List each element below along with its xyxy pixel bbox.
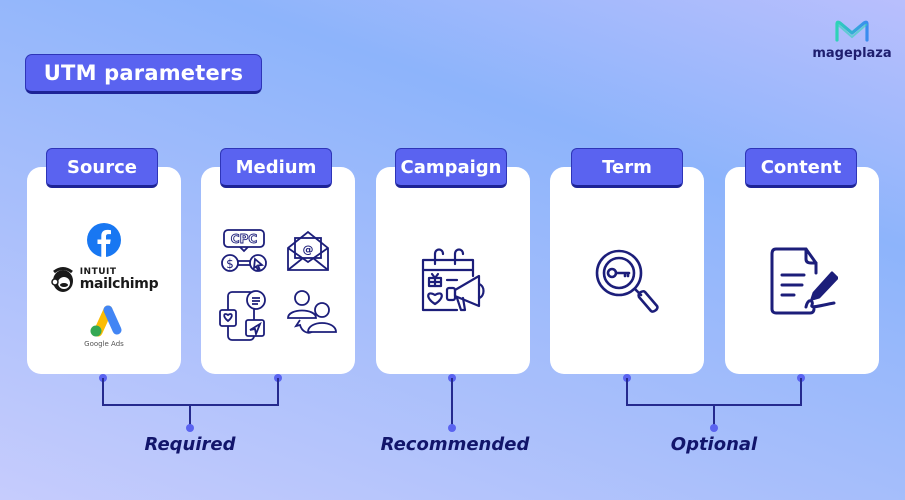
facebook-icon: [86, 222, 121, 257]
connector-dot-recommended: [448, 424, 456, 432]
svg-text:@: @: [303, 243, 314, 256]
connector-line: [713, 404, 715, 428]
intuit-text: INTUIT: [79, 267, 117, 277]
campaign-label: Campaign: [395, 148, 507, 188]
campaign-card: [376, 167, 530, 374]
social-media-icon: [219, 289, 266, 341]
medium-label: Medium: [220, 148, 332, 188]
mageplaza-wordmark: mageplaza: [812, 46, 892, 61]
google-ads-icon: [90, 305, 122, 336]
svg-text:$: $: [226, 257, 234, 271]
mailchimp-logo: INTUIT mailchimp: [50, 266, 159, 294]
medium-card: CPC $ @: [201, 167, 355, 374]
term-label: Term: [571, 148, 683, 188]
term-card: [550, 167, 704, 374]
svg-text:CPC: CPC: [231, 232, 258, 246]
cpc-icon: CPC $: [221, 228, 267, 272]
google-ads-logo: Google Ads: [84, 302, 124, 348]
mailchimp-text: mailchimp: [79, 276, 159, 292]
page-title: UTM parameters: [25, 54, 262, 94]
group-label-optional: Optional: [670, 434, 758, 455]
mailchimp-freddie-icon: [50, 266, 73, 292]
content-card: [725, 167, 879, 374]
referral-icon: [287, 289, 337, 334]
source-label: Source: [46, 148, 158, 188]
source-card: INTUIT mailchimp Google Ads: [27, 167, 181, 374]
connector-line: [800, 378, 802, 405]
group-label-recommended: Recommended: [380, 434, 530, 455]
mageplaza-m-icon: [835, 20, 869, 42]
content-label: Content: [745, 148, 857, 188]
group-label-required: Required: [144, 434, 236, 455]
email-icon: @: [287, 230, 329, 271]
connector-dot-optional: [710, 424, 718, 432]
document-edit-icon: [770, 247, 838, 314]
connector-dot-required: [186, 424, 194, 432]
connector-line: [277, 378, 279, 405]
connector-line: [626, 378, 628, 405]
connector-line: [189, 404, 191, 428]
mageplaza-logo: mageplaza: [812, 18, 892, 61]
connector-line: [102, 378, 104, 405]
google-ads-text: Google Ads: [84, 339, 124, 348]
keyword-search-icon: [595, 249, 659, 313]
calendar-megaphone-icon: [421, 247, 485, 311]
connector-line: [451, 378, 453, 428]
